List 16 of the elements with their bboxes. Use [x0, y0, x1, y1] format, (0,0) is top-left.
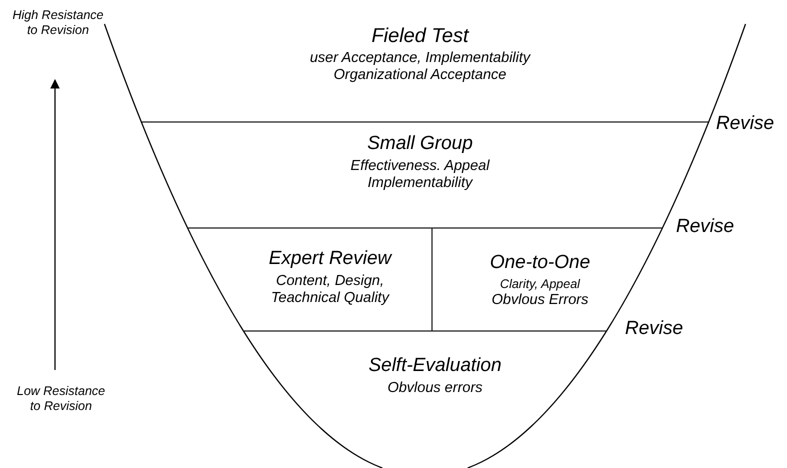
stage-criteria: Content, Design, Teachnical Quality [270, 272, 390, 308]
stage-criteria: Obvlous errors [387, 380, 483, 398]
axis-label: Low Resistance to Revision [16, 384, 106, 414]
stage-heading: Selft-Evaluation [368, 355, 502, 378]
stage-heading: Expert Review [268, 248, 392, 271]
revise-label: Revise [676, 216, 736, 239]
stage-heading: One-to-One [490, 252, 590, 275]
revise-label: Revise [716, 113, 776, 136]
stage-criteria: user Acceptance, Implementability Organizational Acceptance [308, 50, 532, 85]
axis-label: High Resistance to Revision [12, 8, 104, 38]
stage-criteria: Obvlous Errors [492, 292, 588, 310]
stage-criteria: Effectiveness. Appeal Implementability [350, 158, 491, 193]
revise-label: Revise [625, 318, 684, 341]
stage-criteria: Clarity, Appeal [500, 276, 580, 292]
stage-heading: Small Group [367, 133, 473, 156]
stage-heading: Fieled Test [371, 24, 469, 48]
